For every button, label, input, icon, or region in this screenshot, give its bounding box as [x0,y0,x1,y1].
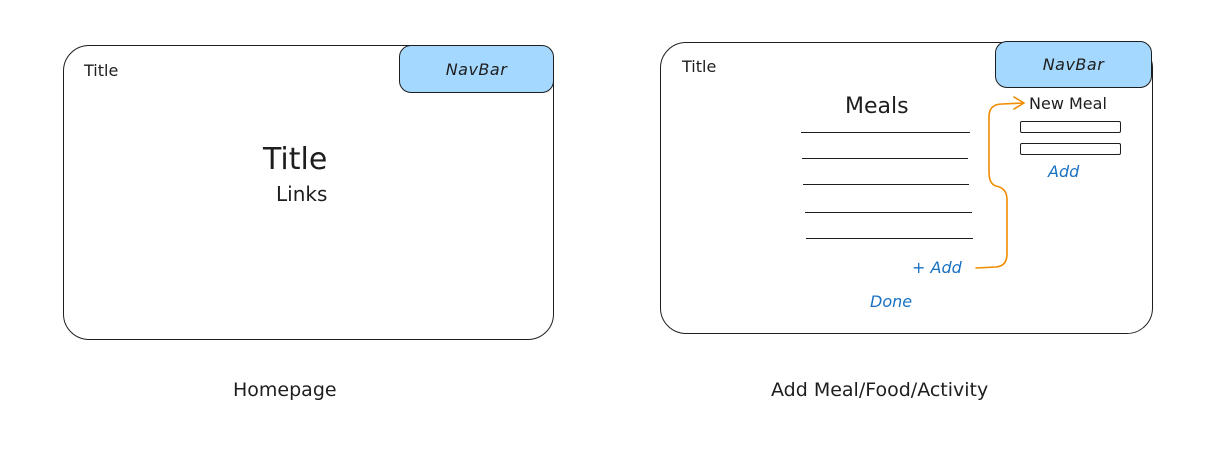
meals-heading: Meals [845,94,909,119]
add-meal-navbar[interactable]: NavBar [995,41,1152,88]
meal-list-line [805,212,972,213]
new-meal-heading: New Meal [1029,94,1107,113]
add-meal-navbar-label: NavBar [1042,55,1105,74]
homepage-links-label[interactable]: Links [276,182,328,206]
homepage-navbar-label: NavBar [445,59,508,79]
meal-list-line [806,238,973,239]
add-meal-link[interactable]: + Add [912,258,962,277]
add-meal-caption: Add Meal/Food/Activity [771,379,989,401]
new-meal-add-link[interactable]: Add [1048,162,1080,181]
homepage-navbar[interactable]: NavBar [399,45,554,93]
meal-list-line [801,132,970,133]
done-link[interactable]: Done [870,292,913,311]
homepage-corner-title: Title [84,61,119,80]
homepage-main-title: Title [263,142,328,177]
meal-list-line [802,158,968,159]
new-meal-field[interactable] [1020,143,1121,155]
homepage-caption: Homepage [233,379,337,401]
meal-list-line [803,184,969,185]
new-meal-field[interactable] [1020,121,1121,133]
add-meal-corner-title: Title [682,57,717,76]
add-meal-frame [660,42,1153,334]
homepage-frame [63,45,554,340]
